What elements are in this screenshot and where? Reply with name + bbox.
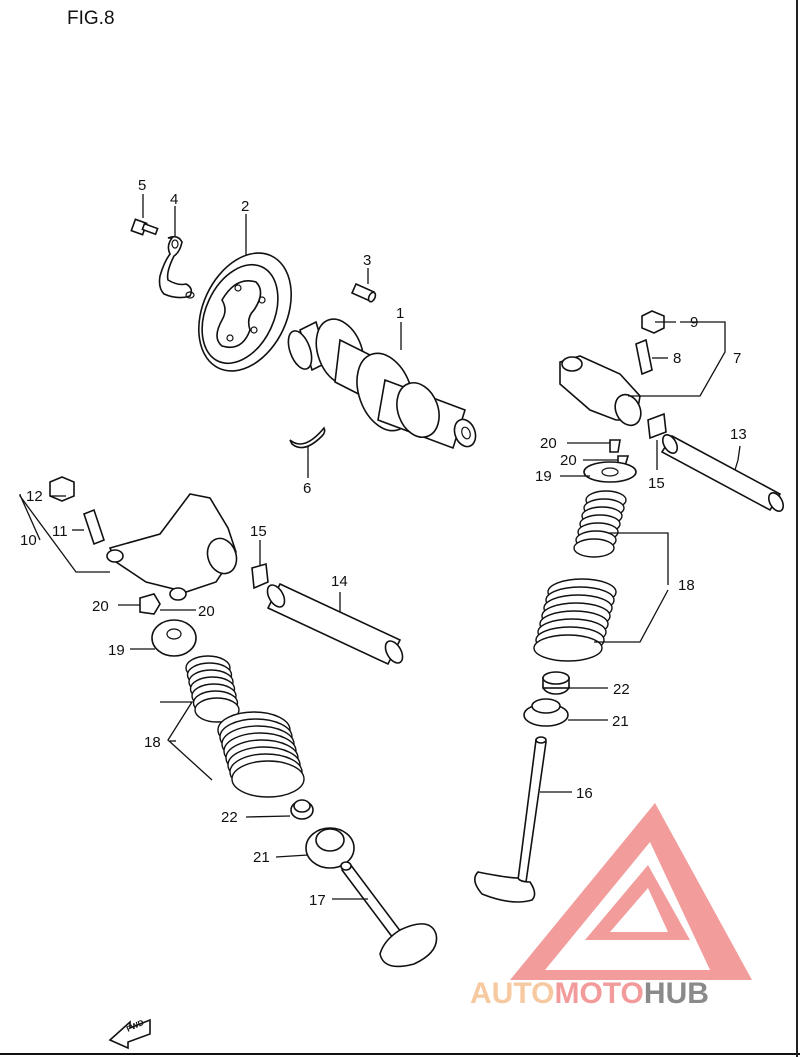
callout-3: 3 bbox=[363, 252, 371, 269]
callout-22-right: 22 bbox=[613, 681, 630, 698]
spring-coil bbox=[573, 538, 615, 558]
part-rocker-arm-10 bbox=[106, 493, 238, 601]
part-rocker-shaft-14 bbox=[266, 582, 404, 666]
callout-18-left: 18 bbox=[144, 734, 161, 751]
callout-5: 5 bbox=[138, 177, 146, 194]
part-plate-4 bbox=[158, 235, 193, 299]
part-cotter-20-right-a bbox=[609, 439, 621, 453]
callout-19-left: 19 bbox=[108, 642, 125, 659]
part-nut-12 bbox=[49, 476, 75, 502]
part-retainer-19-right bbox=[583, 461, 637, 483]
part-nut-9 bbox=[641, 310, 665, 334]
callout-13: 13 bbox=[730, 426, 747, 443]
watermark-auto: AUTO bbox=[470, 977, 554, 1010]
part-shim-15-left bbox=[251, 562, 269, 590]
callout-20-right-b: 20 bbox=[560, 452, 577, 469]
callout-10: 10 bbox=[20, 532, 37, 549]
part-bolt-5 bbox=[130, 218, 159, 236]
figure-title: FIG.8 bbox=[67, 8, 115, 29]
callout-20-left-a: 20 bbox=[92, 598, 109, 615]
callout-22-left: 22 bbox=[221, 809, 238, 826]
callout-20-left-b: 20 bbox=[198, 603, 215, 620]
part-seal-22-left bbox=[290, 799, 314, 820]
part-pin-3 bbox=[350, 282, 377, 303]
callout-8: 8 bbox=[673, 350, 681, 367]
callout-18-right: 18 bbox=[678, 577, 695, 594]
callout-12: 12 bbox=[26, 488, 43, 505]
callout-15-right: 15 bbox=[648, 475, 665, 492]
leader-lines bbox=[19, 194, 741, 900]
watermark-logo-icon bbox=[510, 803, 752, 980]
callout-4: 4 bbox=[170, 191, 178, 208]
callout-7: 7 bbox=[733, 350, 741, 367]
fwd-arrow-icon: FWD bbox=[108, 1018, 151, 1050]
watermark-text: AUTOMOTOHUB bbox=[470, 977, 709, 1010]
part-seat-21-right bbox=[523, 698, 569, 727]
part-camshaft-1 bbox=[287, 318, 477, 450]
part-seal-22-right bbox=[542, 671, 570, 695]
spring-coil bbox=[231, 760, 305, 798]
callout-11: 11 bbox=[52, 523, 68, 540]
part-adjust-screw-11 bbox=[83, 508, 105, 546]
callout-6: 6 bbox=[303, 480, 311, 497]
part-rocker-arm-7 bbox=[559, 355, 642, 427]
part-springs-18-left bbox=[185, 655, 305, 798]
callout-1: 1 bbox=[396, 305, 404, 322]
callout-14: 14 bbox=[331, 573, 348, 590]
callout-21-left: 21 bbox=[253, 849, 270, 866]
watermark-moto: MOTO bbox=[554, 977, 643, 1010]
part-adjust-screw-8 bbox=[635, 338, 653, 376]
callout-19-right: 19 bbox=[535, 468, 552, 485]
spring-coil bbox=[194, 697, 240, 723]
callout-16: 16 bbox=[576, 785, 593, 802]
callout-21-right: 21 bbox=[612, 713, 629, 730]
callout-2: 2 bbox=[241, 198, 249, 215]
part-cotter-20-left bbox=[139, 593, 161, 615]
callout-17: 17 bbox=[309, 892, 326, 909]
part-cam-sprocket-2 bbox=[197, 252, 293, 372]
part-valve-17 bbox=[340, 861, 438, 968]
part-springs-18-right bbox=[533, 490, 627, 662]
callout-9: 9 bbox=[690, 314, 698, 331]
part-clip-6 bbox=[289, 426, 326, 449]
spring-coil bbox=[533, 634, 603, 662]
callout-15-left: 15 bbox=[250, 523, 267, 540]
part-retainer-19-left bbox=[151, 619, 197, 657]
callout-20-right-a: 20 bbox=[540, 435, 557, 452]
part-valve-16 bbox=[474, 736, 547, 903]
part-shim-15-right bbox=[647, 412, 667, 440]
part-seat-21-left bbox=[305, 827, 355, 869]
part-rocker-shaft-13 bbox=[660, 434, 785, 512]
watermark-hub: HUB bbox=[644, 977, 709, 1010]
